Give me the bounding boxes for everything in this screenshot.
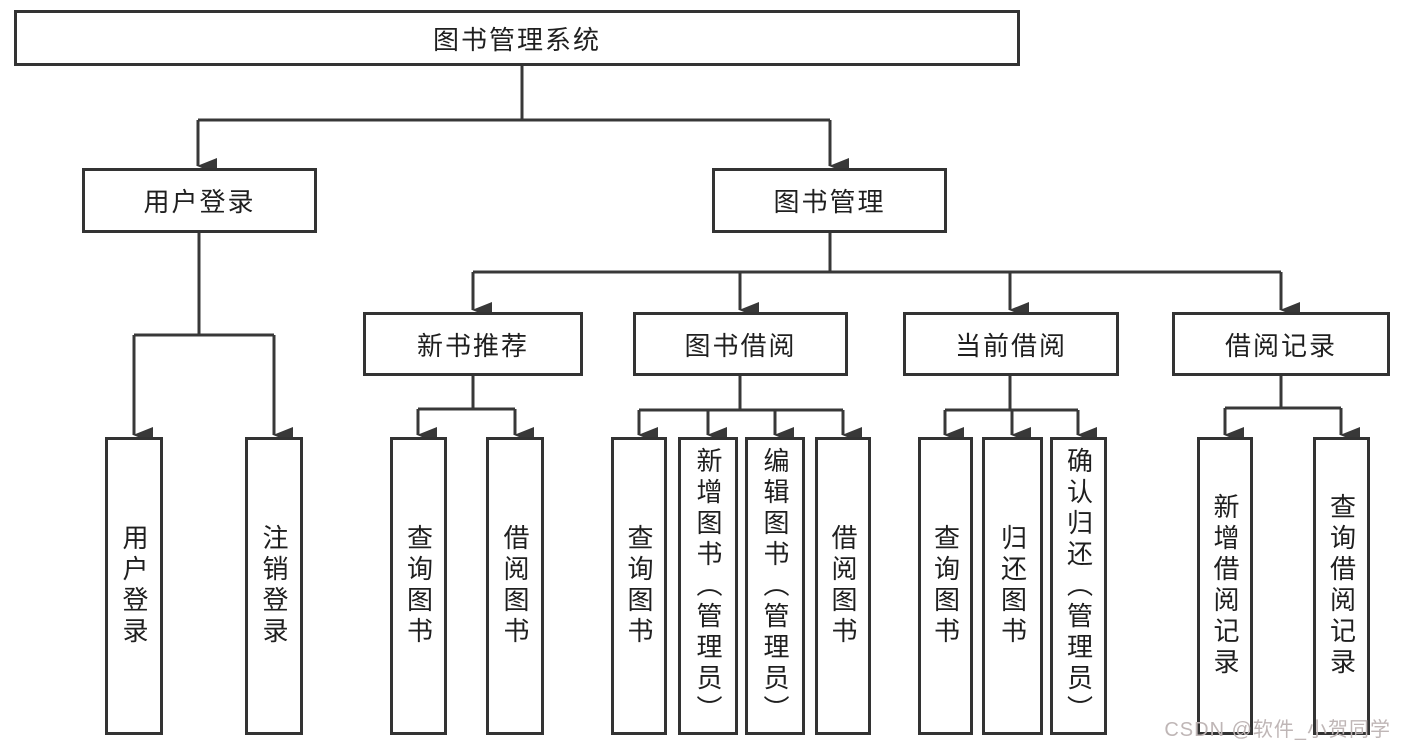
leaf-query-books-current: 查询图书 <box>918 437 973 735</box>
node-new-book-recommend: 新书推荐 <box>363 312 583 376</box>
watermark: CSDN @软件_小贺同学 <box>1164 719 1391 741</box>
node-book-management: 图书管理 <box>712 168 947 233</box>
leaf-edit-books-admin: 编辑图书（管理员） <box>745 437 805 735</box>
node-borrow-records: 借阅记录 <box>1172 312 1390 376</box>
node-root: 图书管理系统 <box>14 10 1020 66</box>
node-user-login: 用户登录 <box>82 168 317 233</box>
leaf-query-borrow-record: 查询借阅记录 <box>1313 437 1370 735</box>
leaf-confirm-return-admin: 确认归还（管理员） <box>1050 437 1107 735</box>
leaf-add-books-admin: 新增图书（管理员） <box>678 437 738 735</box>
leaf-query-books-recommend: 查询图书 <box>390 437 447 735</box>
leaf-return-books: 归还图书 <box>982 437 1043 735</box>
leaf-borrow-books-recommend: 借阅图书 <box>486 437 544 735</box>
node-current-borrow: 当前借阅 <box>903 312 1119 376</box>
leaf-user-login: 用户登录 <box>105 437 163 735</box>
node-book-borrow: 图书借阅 <box>633 312 848 376</box>
leaf-add-borrow-record: 新增借阅记录 <box>1197 437 1253 735</box>
connector-group <box>132 66 1360 443</box>
leaf-logout: 注销登录 <box>245 437 303 735</box>
leaf-borrow-books-borrow: 借阅图书 <box>815 437 871 735</box>
leaf-query-books-borrow: 查询图书 <box>611 437 667 735</box>
